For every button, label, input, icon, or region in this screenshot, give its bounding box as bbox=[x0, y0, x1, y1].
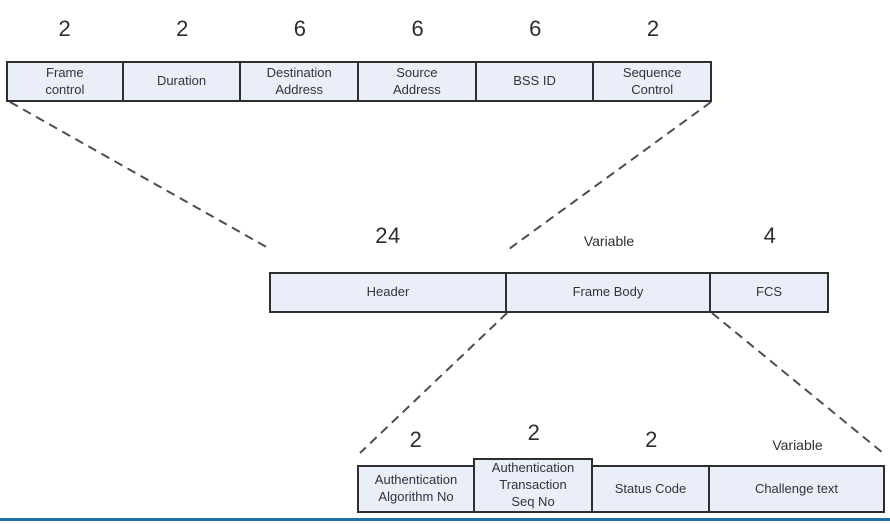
size-label-sequence-control: 2 bbox=[646, 16, 660, 41]
field-box-destination-address: Destination Address bbox=[239, 61, 360, 102]
size-label-auth-algorithm-no: 2 bbox=[409, 427, 423, 452]
bottom-border-bar bbox=[0, 518, 890, 521]
field-box-status-code: Status Code bbox=[591, 465, 710, 513]
size-label-bss-id: 6 bbox=[529, 16, 542, 41]
field-column-frame-body: Variable Frame Body bbox=[505, 186, 711, 313]
field-box-frame-body: Frame Body bbox=[505, 272, 711, 313]
field-box-challenge-text: Challenge text bbox=[708, 465, 885, 513]
size-label-challenge-text: Variable bbox=[772, 437, 823, 453]
field-box-frame-control: Frame control bbox=[6, 61, 124, 102]
field-column-bss-id: 6 BSS ID bbox=[474, 0, 595, 102]
mac-header-fields-row: 2 Frame control 2 Duration 6 Destination… bbox=[6, 0, 713, 102]
field-column-fcs: 4 FCS bbox=[709, 186, 829, 313]
field-column-duration: 2 Duration bbox=[121, 0, 242, 102]
field-column-destination-address: 6 Destination Address bbox=[239, 0, 360, 102]
field-column-auth-algorithm-no: 2 Authentication Algorithm No bbox=[357, 412, 475, 513]
size-label-fcs: 4 bbox=[763, 223, 777, 248]
field-box-auth-algorithm-no: Authentication Algorithm No bbox=[357, 465, 475, 513]
size-label-auth-transaction-seq-no: 2 bbox=[527, 420, 541, 446]
size-label-frame-control: 2 bbox=[58, 16, 72, 41]
size-label-header: 24 bbox=[375, 223, 401, 248]
size-label-destination-address: 6 bbox=[293, 16, 307, 41]
field-column-challenge-text: Variable Challenge text bbox=[708, 412, 885, 513]
field-box-source-address: Source Address bbox=[357, 61, 477, 102]
field-box-duration: Duration bbox=[121, 61, 242, 102]
field-box-auth-transaction-seq-no: Authentication Transaction Seq No bbox=[473, 458, 593, 513]
size-label-status-code: 2 bbox=[645, 427, 658, 452]
field-column-auth-transaction-seq-no: 2 Authentication Transaction Seq No bbox=[473, 412, 593, 513]
size-label-source-address: 6 bbox=[411, 16, 425, 41]
size-label-duration: 2 bbox=[176, 16, 189, 41]
field-box-fcs: FCS bbox=[709, 272, 829, 313]
frame-body-fields-row: 2 Authentication Algorithm No 2 Authenti… bbox=[357, 412, 885, 513]
field-box-sequence-control: Sequence Control bbox=[592, 61, 713, 102]
field-column-status-code: 2 Status Code bbox=[591, 412, 710, 513]
field-column-header: 24 Header bbox=[269, 186, 507, 313]
field-box-bss-id: BSS ID bbox=[474, 61, 595, 102]
overall-frame-row: 24 Header Variable Frame Body 4 FCS bbox=[269, 186, 829, 313]
field-column-frame-control: 2 Frame control bbox=[6, 0, 124, 102]
size-label-frame-body: Variable bbox=[583, 233, 635, 249]
field-column-sequence-control: 2 Sequence Control bbox=[592, 0, 713, 102]
field-column-source-address: 6 Source Address bbox=[357, 0, 477, 102]
dashed-line-top-left bbox=[9, 101, 271, 250]
field-box-header: Header bbox=[269, 272, 507, 313]
